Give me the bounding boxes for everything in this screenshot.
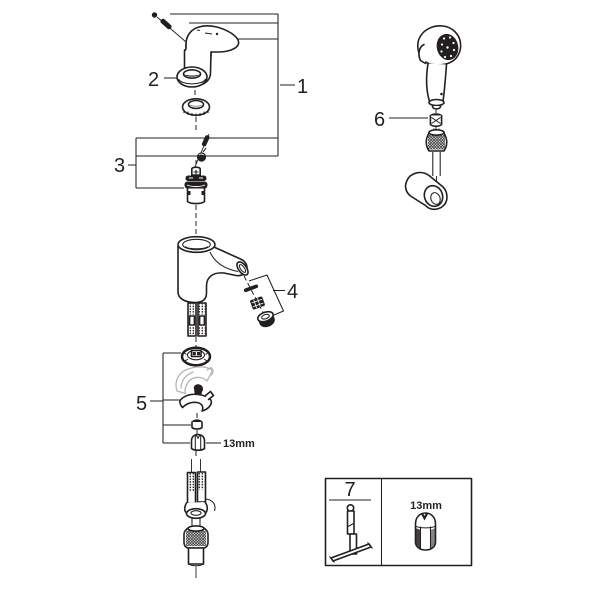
callout-1-label: 1 (297, 76, 308, 98)
spray-face (436, 33, 459, 61)
callout-3-label: 3 (114, 155, 125, 177)
callout-5-bracket (150, 352, 191, 444)
drain-nut (191, 419, 203, 430)
callout-2-label: 2 (148, 69, 159, 91)
handle-cap (176, 66, 208, 88)
drain-lever-phantom (175, 366, 214, 395)
mounting-tool (329, 503, 373, 563)
callout-4-label: 4 (287, 281, 298, 303)
callout-5-label: 5 (136, 393, 147, 415)
drain-13mm-nut (190, 433, 206, 452)
aerator-seal (243, 284, 259, 293)
drain-nut-size-label: 13mm (223, 438, 255, 450)
callout-4-bracket (248, 274, 285, 318)
box-nut-size-label: 13mm (410, 500, 442, 512)
socket-nut-13mm (414, 512, 437, 551)
callout-1-bracket (170, 13, 295, 156)
drain-clamp (179, 384, 215, 412)
hand-shower (416, 25, 462, 110)
filter-washer (429, 113, 443, 128)
hose-nut (425, 128, 448, 152)
cartridge (184, 166, 208, 205)
cartridge-screw (193, 133, 210, 170)
handle-screw (151, 12, 187, 43)
mounting-studs (187, 302, 207, 337)
cartridge-ball (196, 147, 207, 162)
mounting-ring-nut (181, 98, 211, 117)
aerator-mesh (250, 296, 265, 310)
callout-6-label: 6 (374, 109, 385, 131)
callout-7-label: 7 (344, 479, 355, 501)
accessory-box (324, 477, 473, 567)
faucet-body (177, 235, 249, 304)
aerator-cap (257, 310, 275, 328)
wall-holder (404, 171, 448, 211)
supply-shank-assembly (183, 459, 216, 578)
drain-flange (180, 346, 212, 367)
